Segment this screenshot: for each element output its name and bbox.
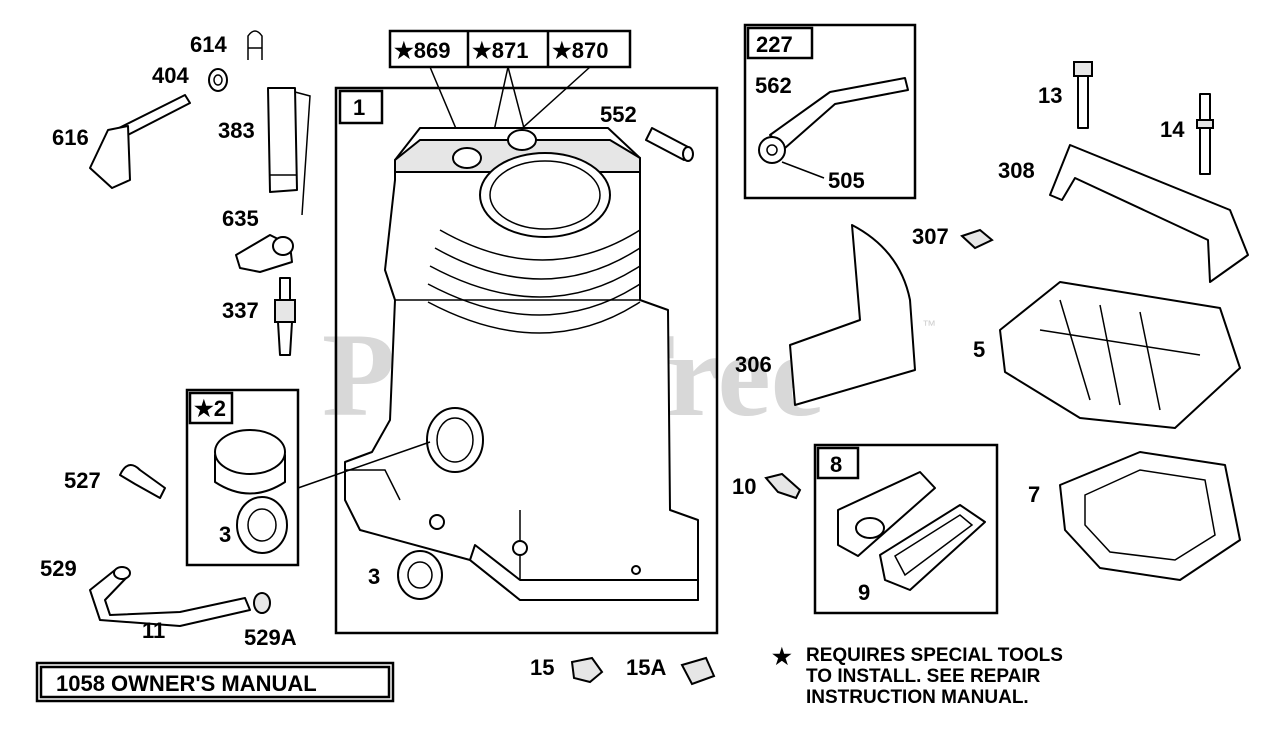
part-616: 616 — [52, 94, 191, 189]
note-line-1: REQUIRES SPECIAL TOOLS — [806, 645, 1063, 666]
note-line-2: TO INSTALL. SEE REPAIR — [806, 666, 1041, 687]
kit-869-label: ★869 — [394, 38, 450, 63]
label-15: 15 — [530, 655, 554, 680]
label-306: 306 — [735, 352, 772, 377]
part-14: 14 — [1160, 93, 1214, 175]
label-337: 337 — [222, 298, 259, 323]
part-383: 383 — [218, 87, 311, 216]
kit-871-label: ★871 — [472, 38, 528, 63]
part-3-seal: 3 — [368, 550, 443, 600]
note-star: ★ — [772, 644, 792, 669]
main-box-label: 1 — [353, 95, 365, 120]
label-404: 404 — [152, 63, 189, 88]
lever-kit-group: 227 562 505 — [743, 23, 917, 200]
part-308: 308 — [998, 144, 1249, 283]
part-breather-tube: 529 11 529A — [40, 556, 297, 650]
part-307: 307 — [912, 224, 994, 250]
breather-kit-label: 8 — [830, 452, 842, 477]
manual-label: 1058 OWNER'S MANUAL — [56, 671, 317, 696]
label-11: 11 — [142, 618, 165, 643]
manual-label-box: 1058 OWNER'S MANUAL — [35, 661, 395, 703]
label-7: 7 — [1028, 482, 1040, 507]
label-616: 616 — [52, 125, 89, 150]
part-5-cylinder-head: 5 — [973, 281, 1241, 429]
label-3-kit: 3 — [219, 522, 231, 547]
label-635: 635 — [222, 206, 259, 231]
label-13: 13 — [1038, 83, 1062, 108]
kit-header-boxes: ★869 ★871 ★870 — [388, 29, 632, 151]
lever-kit-label: 227 — [756, 32, 793, 57]
part-15a: 15A — [626, 655, 716, 686]
label-529: 529 — [40, 556, 77, 581]
breather-kit-group: 8 9 — [813, 443, 999, 615]
part-15: 15 — [530, 655, 604, 684]
part-10: 10 — [732, 472, 802, 500]
label-10: 10 — [732, 474, 756, 499]
seal-kit-label: ★2 — [194, 396, 226, 421]
part-337-spark-plug: 337 — [222, 277, 296, 356]
label-552: 552 — [600, 102, 637, 127]
label-562: 562 — [755, 73, 792, 98]
part-552: 552 — [600, 102, 694, 162]
label-529a: 529A — [244, 625, 297, 650]
part-306: 306 — [735, 224, 916, 406]
label-9: 9 — [858, 580, 870, 605]
label-307: 307 — [912, 224, 949, 249]
part-527: 527 — [64, 464, 166, 499]
cylinder-block-group: 1 — [334, 86, 719, 635]
watermark-trademark: ™ — [922, 317, 936, 333]
label-308: 308 — [998, 158, 1035, 183]
label-5: 5 — [973, 337, 985, 362]
part-614: 614 — [190, 30, 263, 60]
label-505: 505 — [828, 168, 865, 193]
part-404: 404 — [152, 63, 228, 92]
label-527: 527 — [64, 468, 101, 493]
note-line-3: INSTRUCTION MANUAL. — [806, 687, 1029, 708]
part-13: 13 — [1038, 61, 1093, 129]
label-14: 14 — [1160, 117, 1185, 142]
part-7-gasket: 7 — [1028, 451, 1241, 581]
seal-kit-group: ★2 3 — [185, 388, 431, 567]
kit-870-label: ★870 — [552, 38, 608, 63]
label-383: 383 — [218, 118, 255, 143]
special-tools-note: ★ REQUIRES SPECIAL TOOLS TO INSTALL. SEE… — [772, 644, 1063, 708]
part-635: 635 — [222, 206, 294, 273]
label-15a: 15A — [626, 655, 666, 680]
label-614: 614 — [190, 32, 227, 57]
label-3-block: 3 — [368, 564, 380, 589]
